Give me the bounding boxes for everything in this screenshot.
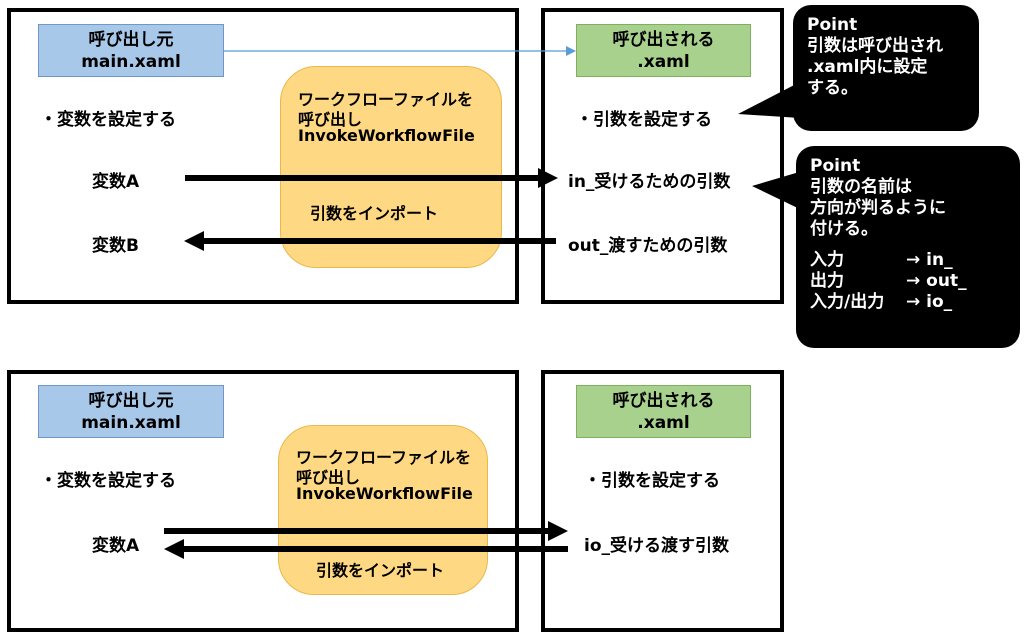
pill-line2-2: 呼び出し xyxy=(296,468,361,487)
callee-filename-1: .xaml xyxy=(637,51,690,72)
caller-filename-1: main.xaml xyxy=(81,51,181,72)
caller-bullet-1: ・変数を設定する xyxy=(40,110,176,130)
point2-line3: 付ける。 xyxy=(810,219,878,239)
out-argument-label: out_渡すための引数 xyxy=(568,236,728,256)
prefix-map-output-value: → out_ xyxy=(906,271,967,291)
point1-title: Point xyxy=(807,15,858,35)
prefix-map-inout: 入力/出力 → io_ xyxy=(810,292,1006,313)
caller-title-1: 呼び出し元 xyxy=(88,29,174,50)
point-callout-1: Point 引数は呼び出され .xaml内に設定 する。 xyxy=(793,5,979,131)
variable-b-label-1: 変数B xyxy=(92,236,139,256)
pass-out-arrowhead-2 xyxy=(164,539,184,559)
pill-line1-2: ワークフローファイルを xyxy=(296,448,472,467)
point2-line1: 引数の名前は xyxy=(810,177,912,197)
pill-import-1: 引数をインポート xyxy=(310,204,439,223)
callee-header-2: 呼び出される .xaml xyxy=(576,385,751,438)
prefix-map-input: 入力 → in_ xyxy=(810,250,1006,271)
callee-bullet-2: ・引数を設定する xyxy=(584,471,720,491)
prefix-map-output-label: 出力 xyxy=(810,271,844,291)
prefix-map-inout-label: 入力/出力 xyxy=(810,292,885,312)
pill-line1-1: ワークフローファイルを xyxy=(298,90,474,109)
callee-header-1: 呼び出される .xaml xyxy=(576,24,751,77)
variable-a-label-2: 変数A xyxy=(92,536,140,556)
callee-filename-2: .xaml xyxy=(637,412,690,433)
point2-callout-tail xyxy=(752,170,806,212)
prefix-map-output: 出力 → out_ xyxy=(810,271,1006,292)
pass-in-arrowhead-2 xyxy=(548,521,568,541)
caller-header-2: 呼び出し元 main.xaml xyxy=(38,385,224,438)
prefix-map-input-value: → in_ xyxy=(906,250,953,270)
invoke-pill-1 xyxy=(280,66,502,268)
pill-import-2: 引数をインポート xyxy=(316,561,445,580)
callee-title-2: 呼び出される xyxy=(612,390,715,411)
callee-title-1: 呼び出される xyxy=(612,29,715,50)
pill-line3-2: InvokeWorkflowFile xyxy=(296,484,473,503)
point-callout-2: Point 引数の名前は 方向が判るように 付ける。 入力 → in_ 出力 → o… xyxy=(796,146,1020,348)
caller-bullet-2: ・変数を設定する xyxy=(40,471,176,491)
caller-filename-2: main.xaml xyxy=(81,412,181,433)
header-connector-arrowhead xyxy=(566,46,576,56)
callee-bullet-1: ・引数を設定する xyxy=(576,110,712,130)
pass-out-arrowhead-1 xyxy=(184,231,204,251)
invoke-pill-2 xyxy=(278,425,488,595)
point2-line2: 方向が判るように xyxy=(810,198,946,218)
pill-line2-1: 呼び出し xyxy=(298,110,363,129)
in-argument-label: in_受けるための引数 xyxy=(568,172,731,192)
variable-a-label-1: 変数A xyxy=(92,172,140,192)
prefix-map-inout-value: → io_ xyxy=(906,292,953,312)
io-argument-label: io_受ける渡す引数 xyxy=(584,536,730,556)
point1-line3: する。 xyxy=(807,78,858,98)
pass-in-arrowhead-1 xyxy=(538,168,558,188)
prefix-map-input-label: 入力 xyxy=(810,250,844,270)
caller-title-2: 呼び出し元 xyxy=(88,390,174,411)
point1-line1: 引数は呼び出され xyxy=(807,36,943,56)
point1-line2: .xaml内に設定 xyxy=(807,57,928,77)
point1-callout-tail xyxy=(738,82,800,118)
point2-title: Point xyxy=(810,156,861,176)
caller-header-1: 呼び出し元 main.xaml xyxy=(38,24,224,77)
pill-line3-1: InvokeWorkflowFile xyxy=(298,126,475,145)
